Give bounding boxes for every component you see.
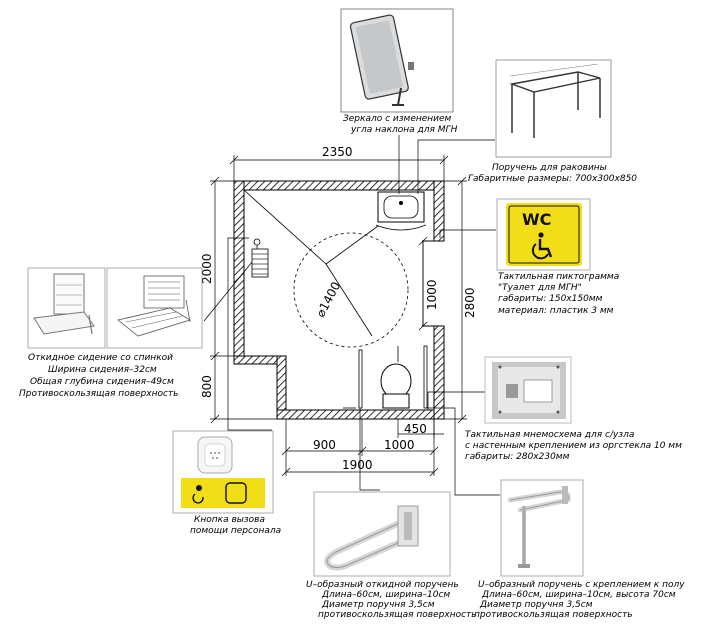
u-floor-rail-caption-2: Длина–60см, ширина–10см, высота 70см bbox=[481, 590, 676, 600]
wc-sign: WC bbox=[496, 198, 591, 271]
seat-caption-1: Откидное сидение со спинкой bbox=[28, 353, 173, 363]
u-fold-rail-caption-2: Длина–60см, ширина–10см bbox=[321, 590, 450, 600]
dim-top-width: 2350 bbox=[322, 145, 353, 159]
u-fold-rail-caption-4: противоскользящая поверхность bbox=[318, 610, 477, 620]
folding-seat bbox=[251, 238, 269, 278]
mnemo-caption-1: Тактильная мнемосхема для с/узла bbox=[465, 430, 634, 440]
circle-diameter-label: ⌀1400 bbox=[313, 279, 343, 319]
call-button-image bbox=[172, 430, 274, 514]
sink bbox=[375, 191, 427, 231]
u-fold-rail-image bbox=[313, 491, 451, 577]
sink-rail-image bbox=[495, 59, 612, 158]
leader-lines bbox=[203, 135, 500, 496]
wc-caption-3: габариты: 150х150мм bbox=[498, 294, 603, 304]
mirror-caption-1: Зеркало с изменением bbox=[343, 114, 452, 124]
sink-rail-caption-1: Поручень для раковины bbox=[492, 163, 607, 173]
u-floor-rail-image bbox=[500, 479, 584, 577]
call-button-caption-2: помощи персонала bbox=[190, 526, 281, 536]
seat-images bbox=[27, 267, 203, 349]
wc-caption-1: Тактильная пиктограмма bbox=[498, 272, 619, 282]
seat-caption-2: Ширина сидения–32см bbox=[48, 365, 157, 375]
u-floor-rail-caption-1: U–образный поручень с креплением к полу bbox=[478, 580, 685, 590]
wc-caption-2: "Туалет для МГН" bbox=[498, 283, 582, 293]
seat-caption-4: Противоскользящая поверхность bbox=[19, 389, 178, 399]
toilet-rail-left bbox=[358, 349, 363, 409]
walls bbox=[233, 180, 445, 420]
dim-bottom-1000: 1000 bbox=[384, 438, 415, 452]
seat-caption-3: Общая глубина сидения–49см bbox=[30, 377, 174, 387]
turning-circle bbox=[293, 232, 409, 348]
mnemo-caption-3: габариты: 280х230мм bbox=[465, 452, 570, 462]
dim-bottom-1900: 1900 bbox=[342, 458, 373, 472]
mirror-image bbox=[340, 8, 454, 113]
floor-plan: ⌀1400 bbox=[233, 180, 445, 420]
wc-caption-4: материал: пластик 3 мм bbox=[498, 306, 614, 316]
u-fold-rail-caption-1: U–образный откидной поручень bbox=[306, 580, 459, 590]
u-floor-rail-caption-4: противоскользящая поверхность bbox=[474, 610, 633, 620]
u-fold-rail-caption-3: Диаметр поручня 3,5см bbox=[321, 600, 435, 610]
mnemo-scheme-image bbox=[484, 356, 572, 424]
dim-right-height: 2800 bbox=[463, 287, 477, 318]
call-button-caption-1: Кнопка вызова bbox=[194, 515, 265, 525]
mnemo-caption-2: с настенным креплением из оргстекла 10 м… bbox=[465, 441, 682, 451]
dim-left-upper: 2000 bbox=[200, 253, 214, 284]
toilet bbox=[380, 346, 412, 409]
sink-rail-caption-2: Габаритные размеры: 700х300х850 bbox=[468, 174, 637, 184]
dim-left-lower: 800 bbox=[200, 375, 214, 398]
dim-bottom-450: 450 bbox=[404, 422, 427, 436]
dim-bottom-900: 900 bbox=[313, 438, 336, 452]
dimension-lines bbox=[210, 155, 467, 477]
wc-sign-text: WC bbox=[522, 210, 551, 229]
dim-inner-vertical: 1000 bbox=[425, 279, 439, 310]
u-floor-rail-caption-3: Диаметр поручня 3,5см bbox=[479, 600, 593, 610]
toilet-rail-right bbox=[423, 345, 428, 409]
wheelchair-icon bbox=[531, 232, 553, 260]
mirror-caption-2: угла наклона для МГН bbox=[350, 125, 458, 135]
